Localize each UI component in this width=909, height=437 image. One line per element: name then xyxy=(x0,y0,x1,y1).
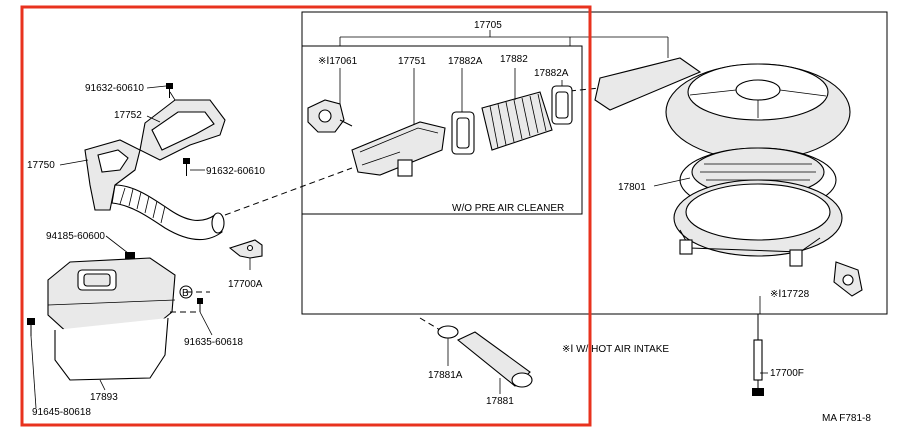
label-17882: 17882 xyxy=(500,54,528,65)
bolt-91645 xyxy=(27,318,35,336)
label-91632-mid: 91632-60610 xyxy=(206,166,265,177)
footer-code: MA F781-8 xyxy=(822,413,871,424)
valve-17728 xyxy=(833,261,863,297)
label-17881: 17881 xyxy=(486,396,514,407)
note-hot-air-intake: ※Ⅰ W/ HOT AIR INTAKE xyxy=(562,344,669,355)
note-wo-pre-air-cleaner: W/O PRE AIR CLEANER xyxy=(452,203,564,214)
clamp-17881a xyxy=(437,325,459,366)
bracket-17705 xyxy=(339,30,669,58)
bolt-91632-top xyxy=(166,83,173,98)
air-cleaner-case xyxy=(673,179,843,267)
duct-17750 xyxy=(84,139,141,211)
hose-17700f xyxy=(752,314,764,396)
callout-b-text: B xyxy=(182,288,189,299)
bracket-17700a xyxy=(228,239,263,259)
hose xyxy=(111,184,225,241)
label-17705: 17705 xyxy=(474,20,502,31)
label-17750: 17750 xyxy=(27,160,55,171)
label-17881a: 17881A xyxy=(428,370,463,381)
leader-lines-left xyxy=(30,85,251,409)
label-94185: 94185-60600 xyxy=(46,231,105,242)
label-17751: 17751 xyxy=(398,56,426,67)
wo-pre-air-cleaner-box xyxy=(301,45,583,215)
label-17728: ※Ⅰ17728 xyxy=(770,289,810,300)
label-91645: 91645-80618 xyxy=(32,407,91,418)
air-cleaner-lid xyxy=(594,57,851,161)
bolt-91632-mid xyxy=(183,158,190,176)
highlight-box xyxy=(20,5,592,427)
label-91635: 91635-60618 xyxy=(184,337,243,348)
cover-17752 xyxy=(139,91,226,161)
label-17801: 17801 xyxy=(618,182,646,193)
label-17700f: 17700F xyxy=(770,368,804,379)
leader-lines-right xyxy=(653,177,768,374)
label-17882a-left: 17882A xyxy=(448,56,483,67)
hose-17881 xyxy=(456,331,533,394)
gasket-17882a-right xyxy=(551,85,573,125)
bellows-17882 xyxy=(481,91,553,151)
resonator-17893 xyxy=(47,257,176,381)
label-17882a-right: 17882A xyxy=(534,68,569,79)
bolt-91635 xyxy=(197,298,203,312)
label-17752: 17752 xyxy=(114,110,142,121)
dashed-connections xyxy=(170,87,601,331)
sensor-17061 xyxy=(307,99,353,133)
label-17893: 17893 xyxy=(90,392,118,403)
label-17700a: 17700A xyxy=(228,279,263,290)
gasket-17882a-left xyxy=(451,111,475,155)
leader-lines-box xyxy=(339,68,563,125)
label-17061: ※Ⅰ17061 xyxy=(318,56,358,67)
intake-17751 xyxy=(351,121,446,177)
label-91632-top: 91632-60610 xyxy=(85,83,144,94)
